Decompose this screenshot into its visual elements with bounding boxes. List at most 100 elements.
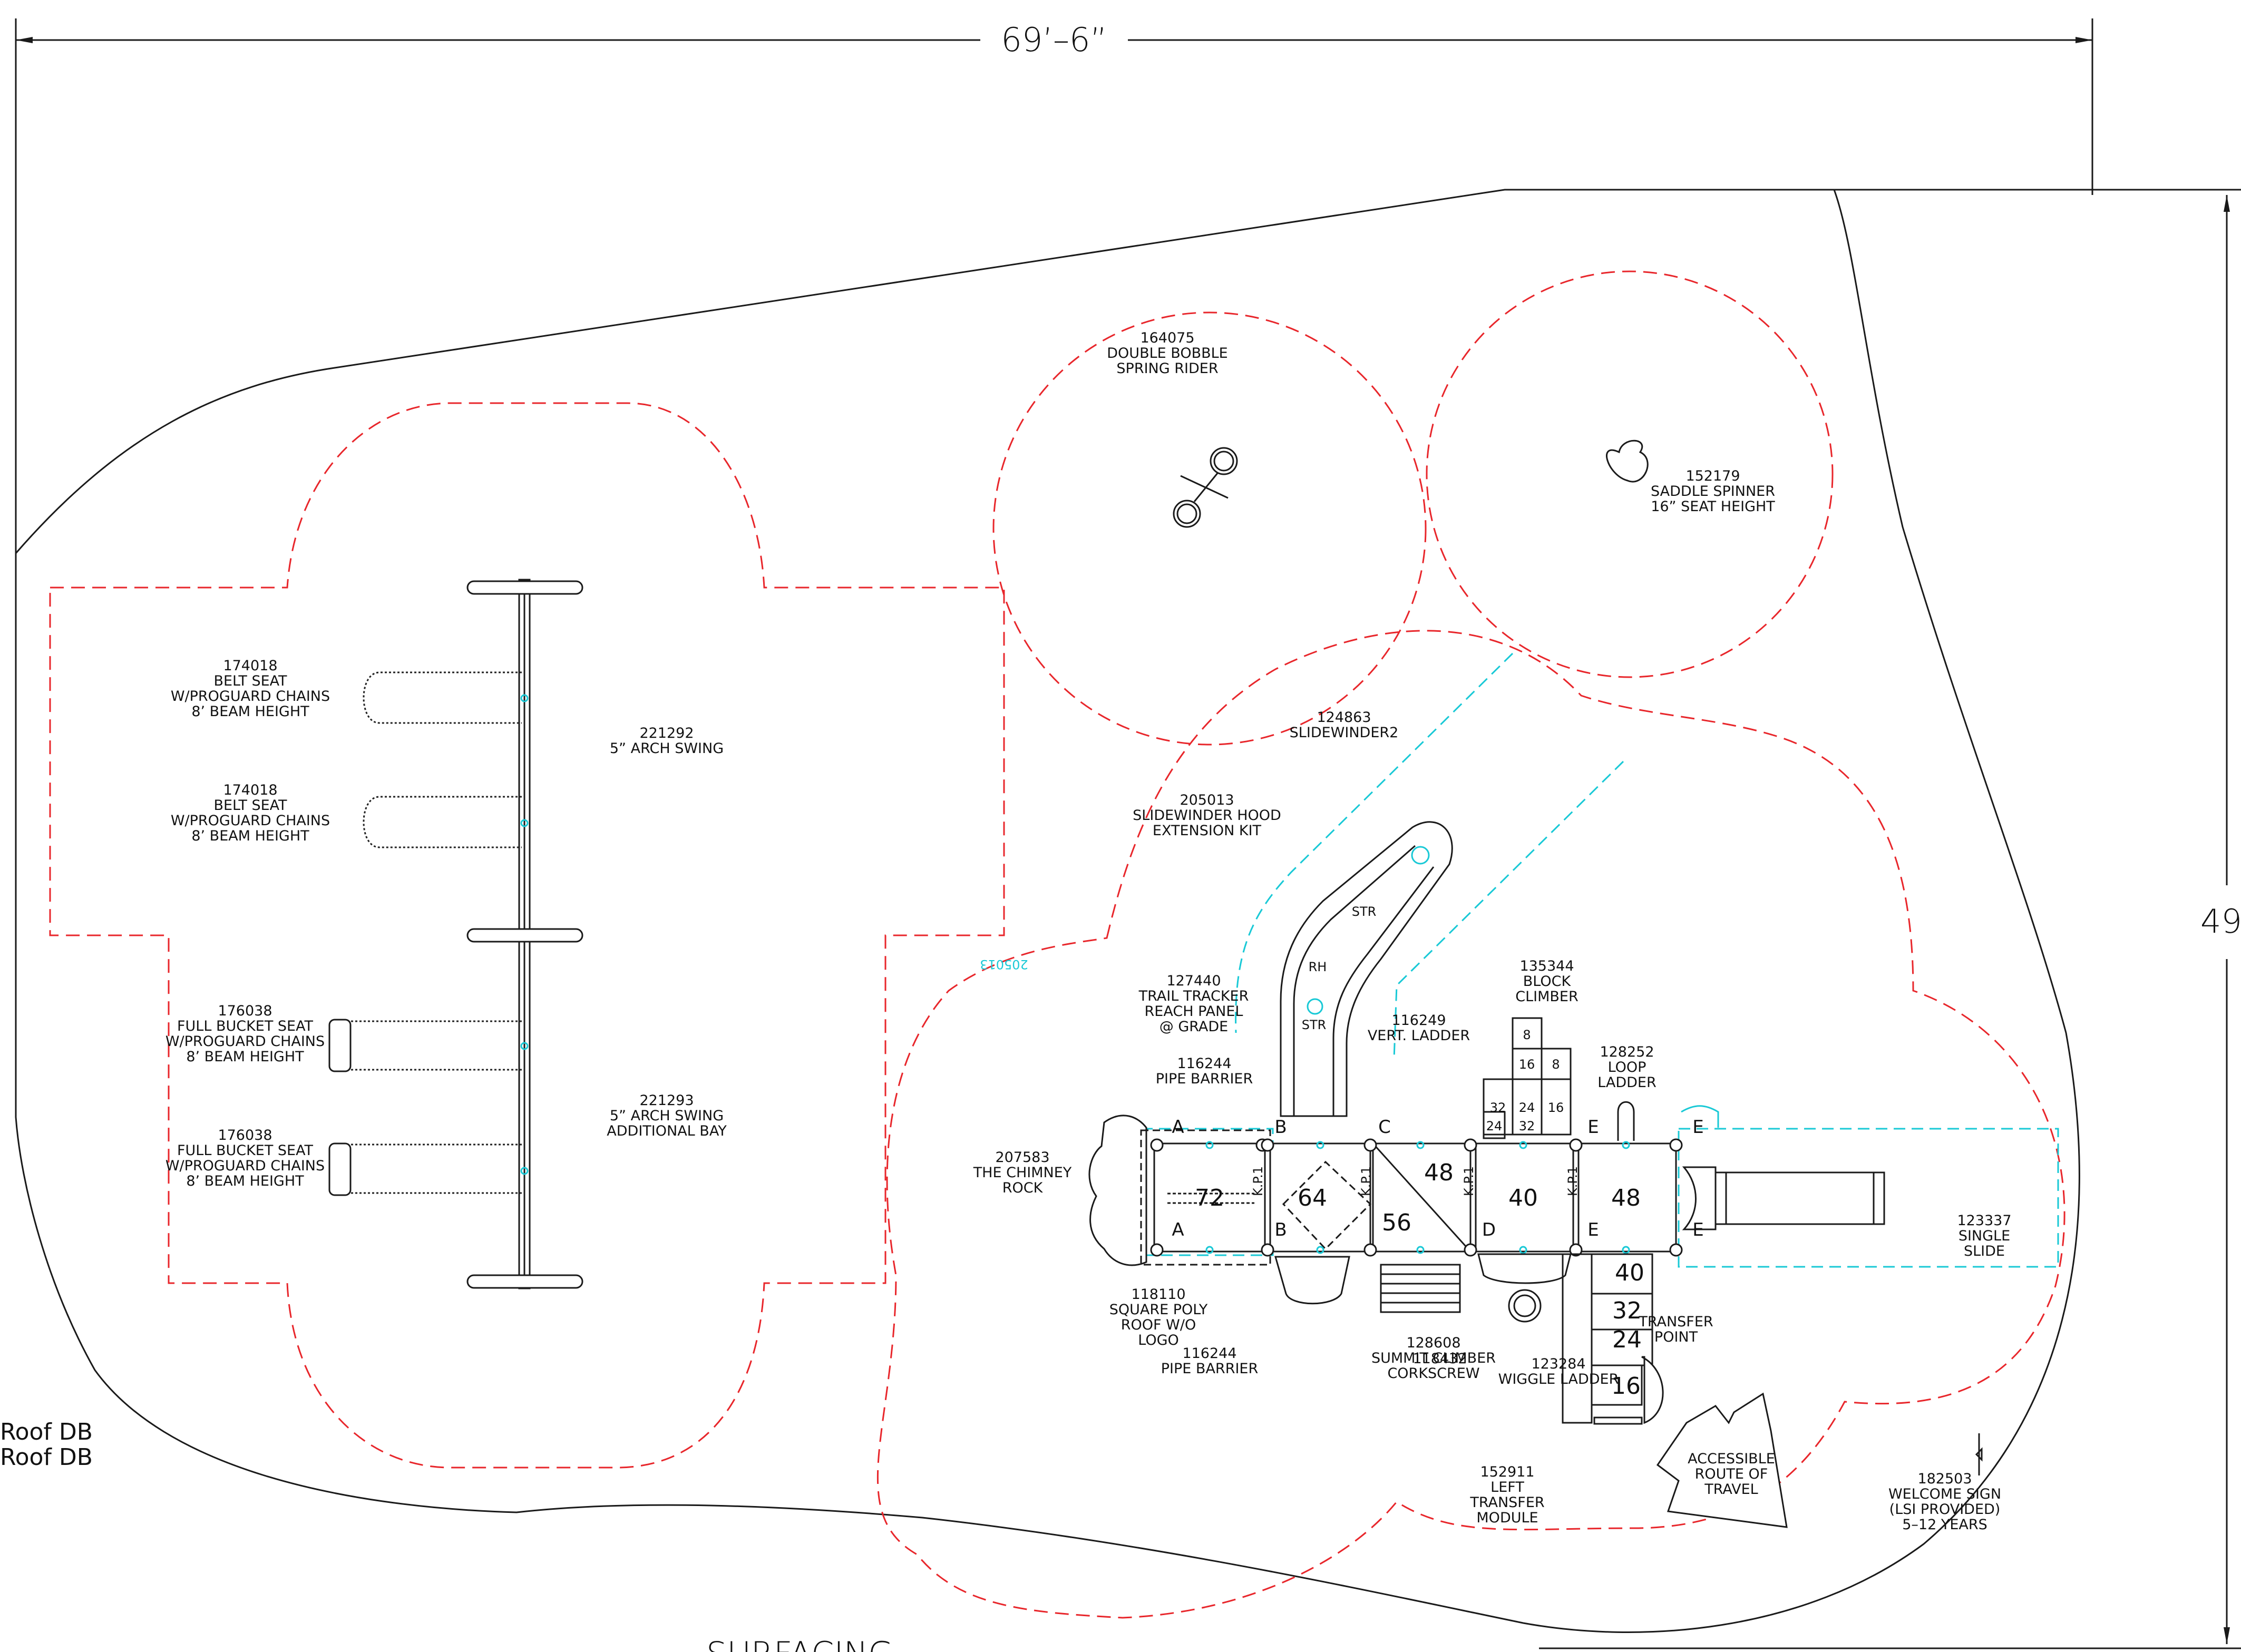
step-height-40: 40 bbox=[1615, 1259, 1644, 1286]
label-line: SLIDEWINDER HOOD bbox=[1133, 807, 1281, 824]
label-line: 152179 bbox=[1685, 468, 1740, 484]
label-line: THE CHIMNEY bbox=[973, 1165, 1072, 1181]
label-line: ADDITIONAL BAY bbox=[607, 1123, 727, 1139]
height-dimension-label: 49 bbox=[2200, 902, 2241, 941]
label-line: 205013 bbox=[1180, 792, 1234, 808]
label-line: 176038 bbox=[218, 1127, 272, 1143]
slide-entry-arc bbox=[1681, 1105, 1719, 1128]
label-line: LOGO bbox=[1138, 1332, 1179, 1348]
label-line: 207583 bbox=[995, 1149, 1049, 1166]
block-height-32s: 32 bbox=[1519, 1119, 1535, 1133]
deck-height-labels: 72 64 48 56 40 48 40 32 24 16 8 16 8 32 … bbox=[1195, 1028, 1644, 1400]
deck-letter-b-top: B bbox=[1274, 1117, 1287, 1138]
label-line: WELCOME SIGN bbox=[1888, 1486, 2001, 1502]
summit-climber-steps bbox=[1380, 1264, 1461, 1313]
spring-rider-icon bbox=[1173, 447, 1238, 528]
label-line: 221293 bbox=[639, 1092, 694, 1109]
deck-letters: A A B B C D E E E E bbox=[1172, 1117, 1703, 1240]
block-height-16b: 16 bbox=[1548, 1100, 1564, 1115]
label-line: PIPE BARRIER bbox=[1156, 1071, 1253, 1087]
surfacing-label: SURFACING bbox=[706, 1635, 893, 1652]
height-dimension: 49 bbox=[1507, 189, 2241, 1649]
label-line: POINT bbox=[1654, 1329, 1698, 1345]
label-line: W/PROGUARD CHAINS bbox=[171, 813, 330, 829]
label-line: 116244 bbox=[1182, 1345, 1236, 1362]
kpi-tag-1: K.P.1 bbox=[1251, 1166, 1265, 1196]
step-height-16: 16 bbox=[1611, 1373, 1641, 1400]
deck-letter-e-1: E bbox=[1587, 1117, 1599, 1138]
kpi-tags: K.P.1 K.P.1 K.P.1 K.P.1 bbox=[1251, 1166, 1580, 1196]
width-dimension-label: 69’–6” bbox=[1001, 21, 1107, 59]
label-line: 176038 bbox=[218, 1003, 272, 1019]
label-line: 8’ BEAM HEIGHT bbox=[186, 1049, 304, 1065]
label-line: SPRING RIDER bbox=[1116, 360, 1218, 377]
label-line: TRAIL TRACKER bbox=[1138, 988, 1249, 1004]
label-line: REACH PANEL bbox=[1145, 1003, 1243, 1020]
block-height-24: 24 bbox=[1519, 1100, 1535, 1115]
label-line: BELT SEAT bbox=[213, 673, 287, 689]
deck-height-72: 72 bbox=[1195, 1185, 1224, 1211]
label-line: LADDER bbox=[1597, 1074, 1657, 1091]
deck-height-48b: 48 bbox=[1611, 1185, 1641, 1211]
label-line: 174018 bbox=[223, 782, 277, 798]
deck-letter-a-top: A bbox=[1172, 1117, 1184, 1138]
block-height-24s: 24 bbox=[1486, 1119, 1503, 1133]
label-line: ROUTE OF bbox=[1695, 1466, 1768, 1482]
block-height-8a: 8 bbox=[1523, 1028, 1531, 1042]
label-line: SQUARE POLY bbox=[1109, 1302, 1208, 1318]
chimney-rock bbox=[1088, 1115, 1147, 1266]
label-line: 152911 bbox=[1480, 1464, 1534, 1480]
saddle-spinner-icon bbox=[1606, 439, 1649, 483]
label-line: CLIMBER bbox=[1515, 989, 1579, 1005]
label-line: ACCESSIBLE bbox=[1688, 1451, 1775, 1467]
arch-swing-frame bbox=[328, 579, 583, 1289]
label-line: SINGLE bbox=[1959, 1228, 2010, 1244]
block-height-32: 32 bbox=[1490, 1100, 1506, 1115]
label-line: MODULE bbox=[1476, 1510, 1538, 1526]
label-line: FULL BUCKET SEAT bbox=[177, 1142, 314, 1159]
deck-modules bbox=[1140, 1129, 1683, 1266]
welcome-sign-icon bbox=[1975, 1433, 1983, 1475]
slide-tag-str-upper: STR bbox=[1352, 904, 1377, 919]
label-line: PIPE BARRIER bbox=[1161, 1361, 1258, 1377]
label-line: 127440 bbox=[1166, 973, 1221, 989]
label-line: 123337 bbox=[1957, 1213, 2011, 1229]
accessible-route-arrow bbox=[1656, 1392, 1788, 1528]
deck-letter-a-bottom: A bbox=[1172, 1219, 1184, 1240]
block-climber-grid bbox=[1483, 1017, 1572, 1139]
label-line: SLIDE bbox=[1964, 1243, 2005, 1259]
label-line: TRANSFER bbox=[1469, 1494, 1544, 1511]
swing-use-zone bbox=[49, 402, 1005, 1469]
label-line: SUMMIT CLIMBER bbox=[1371, 1350, 1496, 1366]
playstructure-use-zone bbox=[876, 630, 2065, 1619]
label-line: SADDLE SPINNER bbox=[1651, 483, 1775, 500]
deck-height-40: 40 bbox=[1508, 1185, 1538, 1211]
loop-ladder-icon bbox=[1617, 1101, 1635, 1141]
label-line: WIGGLE LADDER bbox=[1498, 1371, 1619, 1387]
label-line: TRAVEL bbox=[1704, 1481, 1758, 1498]
deck-height-64: 64 bbox=[1298, 1185, 1327, 1211]
label-line: 118110 bbox=[1131, 1286, 1185, 1303]
label-line: @ GRADE bbox=[1160, 1019, 1229, 1035]
label-line: 135344 bbox=[1519, 958, 1574, 974]
label-line: 123284 bbox=[1531, 1356, 1585, 1372]
kpi-tag-2: K.P.1 bbox=[1359, 1166, 1373, 1196]
label-line: CORKSCREW bbox=[1387, 1365, 1479, 1382]
deck-letter-d: D bbox=[1482, 1219, 1496, 1240]
site-boundary bbox=[15, 189, 2080, 1634]
label-line: W/PROGUARD CHAINS bbox=[171, 688, 330, 705]
label-line: 16” SEAT HEIGHT bbox=[1651, 498, 1775, 515]
